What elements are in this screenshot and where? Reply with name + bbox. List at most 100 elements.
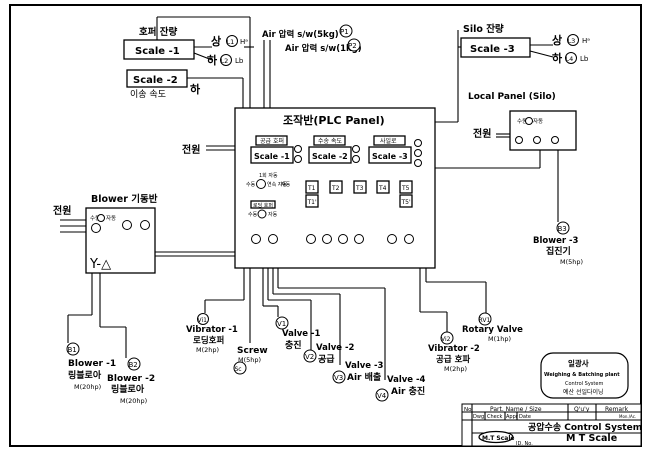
- l2-tag-circle: [220, 54, 232, 66]
- mode-bot: 연속 자동: [267, 181, 287, 188]
- v4-name: Valve -4: [387, 375, 426, 385]
- tb-idno: ID. No.: [516, 441, 533, 447]
- b2-tag-circle: [127, 357, 141, 371]
- silo-lo-unit: Lb: [580, 55, 589, 63]
- vi1-tag-circle: [197, 313, 209, 325]
- v4-tag-circle: [375, 388, 389, 402]
- air-p1-tag: P1: [340, 28, 349, 36]
- rv1-tag-circle: [478, 312, 492, 326]
- l4-tag-circle: [565, 52, 577, 64]
- b2-tag: B2: [129, 361, 138, 369]
- scale1-lo-tag: L2: [221, 57, 229, 65]
- timer-t5b: [399, 194, 413, 208]
- v1-kname: 충진: [285, 339, 302, 351]
- meter-3-header: 사일로: [380, 137, 397, 145]
- meter-1-label: Scale -1: [254, 152, 290, 161]
- vi1-rating: M(2hp): [196, 346, 219, 354]
- stamp-l2: Weighing & Batching plant: [544, 372, 620, 378]
- meter-1: 공급 호퍼 Scale -1: [250, 135, 302, 164]
- v2-kname: 공급: [318, 354, 335, 365]
- l1-tag-circle: [226, 35, 238, 47]
- blower-panel-power: 전원: [53, 204, 71, 217]
- local-panel-lamp-1: [515, 136, 523, 144]
- tb-subtitle: M T Scale: [566, 433, 617, 444]
- vi1-name: Vibrator -1: [186, 325, 238, 335]
- mode-top: 1회 자동: [259, 172, 278, 179]
- rv1-name: Rotary Valve: [462, 325, 523, 335]
- air-p2-tag: P2: [348, 42, 357, 50]
- b2-name: Blower -2: [107, 374, 155, 384]
- v1-name: Valve -1: [282, 329, 321, 339]
- scale1-box: [123, 39, 195, 60]
- screw-tag: Sc: [235, 366, 242, 373]
- title-block: No. Part. Name / Size Q'u'y Remark Dwg C…: [461, 403, 642, 447]
- v1-tag: V1: [277, 320, 286, 328]
- stamp-l1: 일광사: [568, 358, 589, 368]
- timer-t1-label: T1: [307, 185, 316, 192]
- timer-t2: [329, 180, 343, 194]
- tb-logo-oval: [478, 430, 514, 444]
- p1-tag-circle: [339, 24, 353, 38]
- air-p1-text: Air 압력 s/w(5kg): [262, 29, 339, 40]
- vi2-rating: M(2hp): [444, 365, 467, 373]
- silo-lo: 하: [552, 51, 563, 65]
- local-panel-switch: [525, 117, 533, 125]
- p2-tag-circle: [347, 38, 361, 52]
- local-panel-lamp-2: [533, 136, 541, 144]
- silo-lo-tag: L4: [566, 55, 574, 63]
- tb-part: Part. Name / Size: [490, 406, 542, 413]
- b2-rating: M(20hp): [120, 397, 147, 405]
- b3-tag-circle: [556, 221, 570, 235]
- v4-tag: V4: [377, 392, 387, 400]
- timer-t3-label: T3: [355, 185, 364, 192]
- scale1-name: 호퍼 잔량: [139, 26, 178, 38]
- b1-tag-circle: [66, 342, 80, 356]
- scale1-hi-tag: L1: [227, 38, 235, 46]
- local-panel-box: [509, 110, 577, 151]
- scale1-label: Scale -1: [135, 46, 180, 57]
- v2-name: Valve -2: [316, 343, 355, 353]
- b2-kname: 링블로아: [111, 383, 145, 395]
- v3-kname: Air 배출: [347, 371, 381, 383]
- tb-remark: Remark: [605, 406, 629, 413]
- vi2-tag: Vi2: [441, 336, 451, 343]
- tb-dwg: Dwg: [473, 414, 484, 420]
- scale2-label: Scale -2: [133, 75, 178, 86]
- vi1-kname: 로딩호퍼: [193, 335, 224, 346]
- timer-t1: [305, 180, 319, 194]
- timer-t1b: [305, 194, 319, 208]
- local-panel-sw1: 수동: [517, 118, 527, 125]
- timer-t5-label: T5: [401, 185, 410, 192]
- tb-date: Date: [519, 414, 531, 420]
- local-panel-lamp-3: [551, 136, 559, 144]
- loading-hopper-label-box: [250, 200, 276, 209]
- l3-tag-circle: [567, 34, 579, 46]
- timer-t1b-label: T1': [307, 199, 317, 206]
- silo-hi-tag: L3: [568, 37, 576, 45]
- b3-kname: 집진기: [546, 245, 571, 257]
- tb-appr: Appr: [506, 414, 519, 420]
- sw2-b: 자동: [268, 211, 278, 218]
- timer-t3: [353, 180, 367, 194]
- mode-selector-switch: [256, 179, 266, 189]
- vi2-name: Vibrator -2: [428, 344, 480, 354]
- blower-lamp-1: [91, 223, 101, 233]
- scale1-hi: 상: [211, 34, 221, 48]
- screw-tag-circle: [233, 361, 247, 375]
- v4-kname: Air 충진: [391, 385, 425, 397]
- local-panel-sw2: 자동: [533, 117, 543, 125]
- blower-lamp-3: [140, 220, 150, 230]
- blower-panel-sw1: 수동: [90, 215, 100, 222]
- tb-logo: M.T Scale: [482, 435, 514, 442]
- b1-rating: M(20hp): [74, 383, 101, 391]
- timer-t4-label: T4: [378, 185, 387, 192]
- silo-name: Silo 잔량: [463, 23, 504, 35]
- blower-lamp-2: [122, 220, 132, 230]
- timer-t2-label: T2: [331, 185, 340, 192]
- vi1-tag: Vi1: [198, 317, 208, 324]
- scale1-lo-unit: Lb: [235, 57, 244, 65]
- timer-t5: [399, 180, 413, 194]
- blower-panel-title: Blower 기동반: [91, 193, 158, 205]
- meter-3-label: Scale -3: [372, 152, 408, 161]
